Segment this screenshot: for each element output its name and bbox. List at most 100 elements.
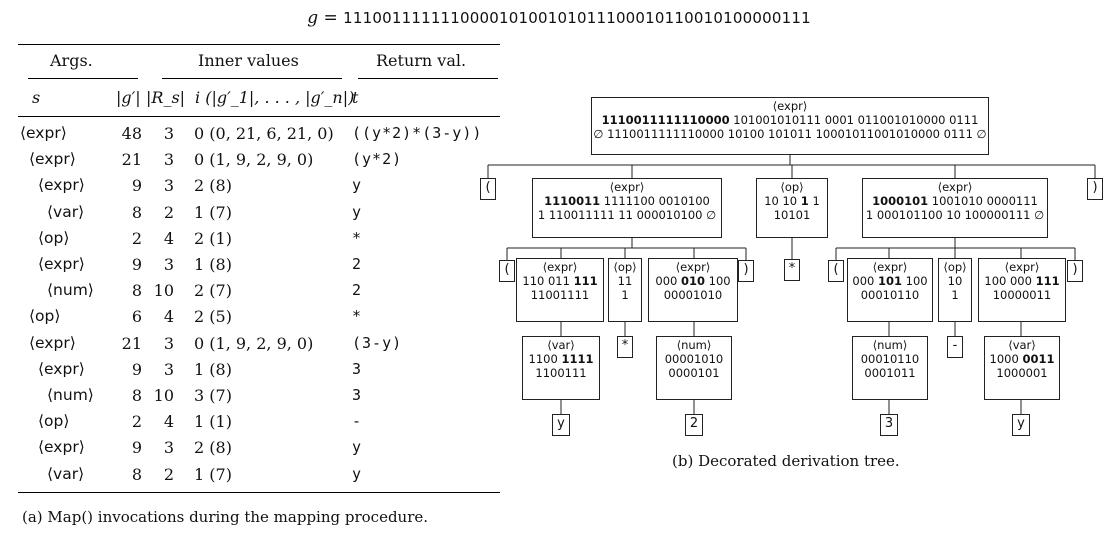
node-label: ⟨expr⟩ <box>542 260 578 274</box>
node-codons-bold: 101 <box>877 274 902 288</box>
node-partition: 00001010 <box>663 288 723 302</box>
node-label: ⟨expr⟩ <box>872 260 908 274</box>
row-symbol: ⟨var⟩ <box>47 203 85 221</box>
node-label: ⟨expr⟩ <box>609 180 645 194</box>
row-inner: 0 (1, 9, 2, 9, 0) <box>194 150 314 169</box>
caption-b: (b) Decorated derivation tree. <box>672 452 900 470</box>
row-inner: 0 (0, 21, 6, 21, 0) <box>194 124 334 143</box>
tree-node-r-num: ⟨num⟩ 00010110 0001011 <box>852 336 928 400</box>
row-symbol: ⟨num⟩ <box>47 281 94 299</box>
row-return: 3 <box>352 360 363 378</box>
header-return-value: Return val. <box>376 51 467 70</box>
row-inner: 1 (8) <box>194 255 232 274</box>
row-inner: 0 (1, 9, 2, 9, 0) <box>194 334 314 353</box>
row-inner: 1 (8) <box>194 360 232 379</box>
row-symbol: ⟨var⟩ <box>47 465 85 483</box>
row-return: * <box>352 307 363 325</box>
row-rs: 3 <box>163 334 174 353</box>
node-codons: 00001010 <box>664 352 724 366</box>
node-label: ⟨op⟩ <box>943 260 967 274</box>
tree-node-root-expr: ⟨expr⟩ 1110011111110000 101001010111 000… <box>591 97 989 155</box>
row-gprime: 21 <box>121 334 142 353</box>
row-gprime: 21 <box>121 150 142 169</box>
row-gprime: 48 <box>121 124 142 143</box>
node-partition: 10101 <box>773 208 811 222</box>
header-inner-values: Inner values <box>198 51 299 70</box>
node-codons: 101001010111 0001 011001010000 0111 <box>729 113 979 127</box>
tree-node-r-op: ⟨op⟩ 10 1 <box>938 258 972 322</box>
node-codons: 1001010 0000111 <box>928 194 1038 208</box>
tree-node-l-op: ⟨op⟩ 11 1 <box>608 258 642 322</box>
node-label: ⟨expr⟩ <box>772 99 808 113</box>
row-inner: 1 (7) <box>194 203 232 222</box>
tree-leaf-op-star: * <box>784 259 800 281</box>
ret-subrule <box>358 78 498 79</box>
row-rs: 4 <box>163 412 174 431</box>
tree-leaf-2: 2 <box>685 414 703 436</box>
row-symbol: ⟨expr⟩ <box>38 360 85 378</box>
tree-leaf-r-lparen: ( <box>828 260 844 282</box>
bottom-rule <box>18 492 500 493</box>
row-rs: 10 <box>153 281 174 300</box>
args-subrule <box>28 78 138 79</box>
mid-rule <box>18 116 500 117</box>
col-header-i: i (|g′_1|, . . . , |g′_n|) <box>195 88 355 107</box>
node-label: ⟨op⟩ <box>613 260 637 274</box>
tree-node-r-var: ⟨var⟩ 1000 0011 1000001 <box>984 336 1060 400</box>
node-partition: 0000101 <box>668 366 720 380</box>
col-header-rs: |R_s| <box>146 88 186 107</box>
node-partition: 1 <box>621 288 629 302</box>
caption-a: (a) Map() invocations during the mapping… <box>22 508 429 526</box>
node-codons: 00010110 <box>860 352 920 366</box>
node-partition: 1000001 <box>996 366 1048 380</box>
row-rs: 3 <box>163 150 174 169</box>
node-partition: 10000011 <box>992 288 1052 302</box>
node-label: ⟨var⟩ <box>547 338 575 352</box>
row-return: 2 <box>352 255 363 273</box>
node-label: ⟨num⟩ <box>676 338 712 352</box>
row-inner: 3 (7) <box>194 386 232 405</box>
tree-node-l-num: ⟨num⟩ 00001010 0000101 <box>656 336 732 400</box>
row-return: y <box>352 438 363 456</box>
node-codons-post: 1 <box>808 194 820 208</box>
row-return: 3 <box>352 386 363 404</box>
row-return: (y*2) <box>352 150 403 168</box>
row-symbol: ⟨expr⟩ <box>29 334 76 352</box>
node-codons-bold: 111 <box>573 274 598 288</box>
node-codons: 000 <box>655 274 681 288</box>
node-partition: 1 <box>951 288 959 302</box>
genome-label: g = <box>307 8 338 28</box>
tree-leaf-y-right: y <box>1012 414 1030 436</box>
row-symbol: ⟨op⟩ <box>38 229 70 247</box>
node-codons-bold: 0011 <box>1022 352 1055 366</box>
row-symbol: ⟨expr⟩ <box>29 150 76 168</box>
node-codons-bold: 1110011 <box>544 194 601 208</box>
node-codons-bold: 1 <box>800 194 809 208</box>
node-codons-bold: 111 <box>1035 274 1060 288</box>
row-gprime: 2 <box>131 229 142 248</box>
row-rs: 4 <box>163 229 174 248</box>
row-return: - <box>352 412 363 430</box>
inner-subrule <box>162 78 342 79</box>
row-return: (3-y) <box>352 334 403 352</box>
tree-node-right-expr: ⟨expr⟩ 1000101 1001010 0000111 1 0001011… <box>862 178 1048 238</box>
row-symbol: ⟨op⟩ <box>38 412 70 430</box>
node-codons: 100 000 <box>984 274 1036 288</box>
row-gprime: 9 <box>131 255 142 274</box>
node-codons-bold: 1110011111110000 <box>601 113 730 127</box>
row-symbol: ⟨num⟩ <box>47 386 94 404</box>
row-symbol: ⟨expr⟩ <box>38 176 85 194</box>
tree-node-op: ⟨op⟩ 10 10 1 1 10101 <box>756 178 828 238</box>
row-return: y <box>352 465 363 483</box>
node-partition: 1 000101100 10 100000111 ∅ <box>865 208 1045 222</box>
tree-node-ll-expr: ⟨expr⟩ 110 011 111 11001111 <box>516 258 604 322</box>
row-gprime: 9 <box>131 176 142 195</box>
tree-leaf-lparen: ( <box>480 178 496 200</box>
row-return: y <box>352 203 363 221</box>
genome-value: 1110011111110000101001010111000101100101… <box>343 9 811 27</box>
node-partition: 1100111 <box>535 366 587 380</box>
row-gprime: 9 <box>131 360 142 379</box>
row-rs: 4 <box>163 307 174 326</box>
